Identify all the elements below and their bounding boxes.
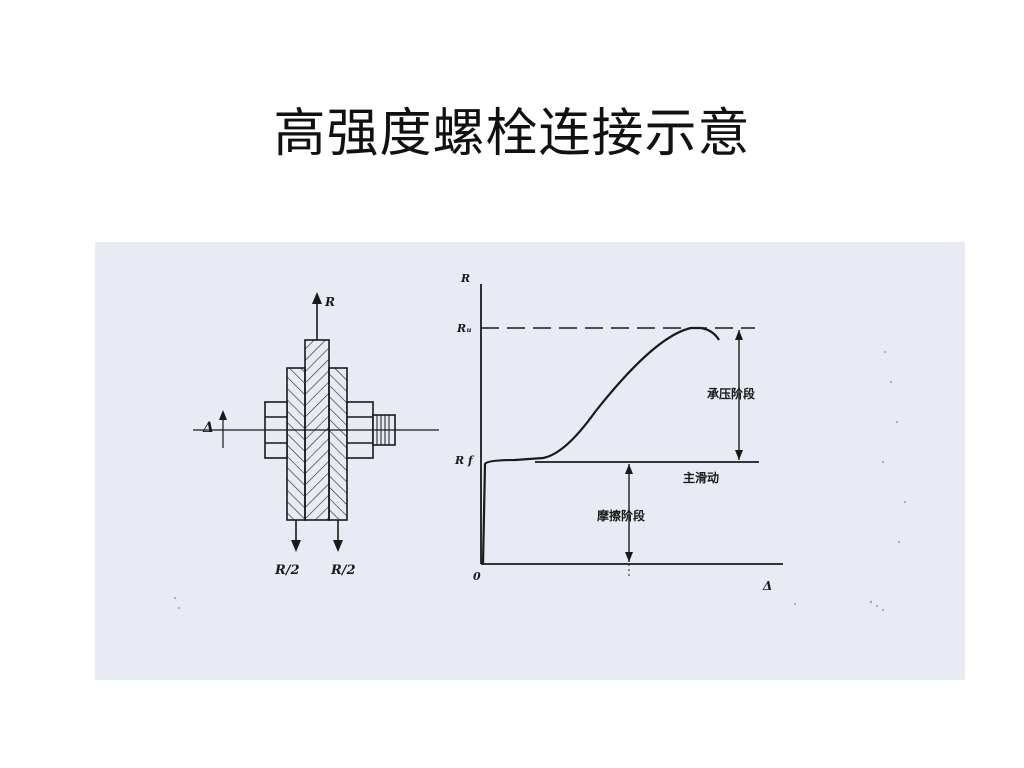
ru-label: Rᵤ (456, 322, 472, 335)
scanned-figure: R Δ R/2 R/2 R Rᵤ R (95, 242, 965, 680)
bearing-stage-label: 承压阶段 (707, 386, 756, 401)
load-slip-curve (481, 326, 720, 565)
scan-noise (174, 351, 906, 611)
load-arrowhead (312, 292, 322, 304)
main-slip-label: 主滑动 (683, 470, 719, 485)
load-label: R (324, 295, 335, 309)
bolt-connection-drawing (193, 292, 439, 552)
half-load-label-left: R/2 (274, 563, 300, 578)
origin-label: 0 (473, 570, 481, 583)
outer-plate-left (286, 367, 306, 521)
friction-stage-label: 摩擦阶段 (597, 508, 646, 523)
rf-label: R f (454, 454, 475, 467)
y-axis-label: R (460, 272, 470, 285)
outer-plate-right (328, 367, 348, 521)
load-slip-chart (480, 284, 783, 578)
figure-svg: R Δ R/2 R/2 R Rᵤ R (174, 272, 906, 611)
x-axis-label: Δ (762, 579, 772, 593)
slide-title: 高强度螺栓连接示意 (273, 104, 751, 164)
delta-label-left: Δ (202, 420, 214, 436)
half-load-label-right: R/2 (330, 563, 356, 578)
